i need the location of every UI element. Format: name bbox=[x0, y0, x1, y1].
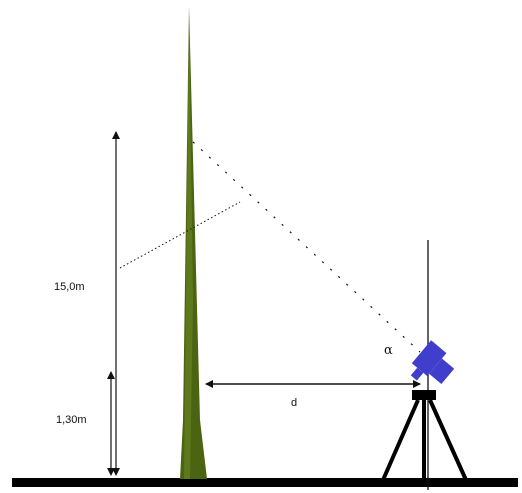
height-reference-line bbox=[119, 201, 241, 269]
instrument-height-label: 1,30m bbox=[56, 414, 87, 426]
tripod-icon bbox=[381, 390, 468, 481]
sight-line bbox=[192, 141, 421, 353]
tree-trunk-icon bbox=[180, 6, 207, 479]
distance-label: d bbox=[291, 397, 297, 409]
total-height-label: 15,0m bbox=[54, 281, 85, 293]
tree-trunk-highlight bbox=[184, 14, 193, 479]
clinometer-icon bbox=[410, 340, 455, 385]
ground-line bbox=[12, 478, 518, 487]
angle-label: α bbox=[384, 343, 393, 358]
